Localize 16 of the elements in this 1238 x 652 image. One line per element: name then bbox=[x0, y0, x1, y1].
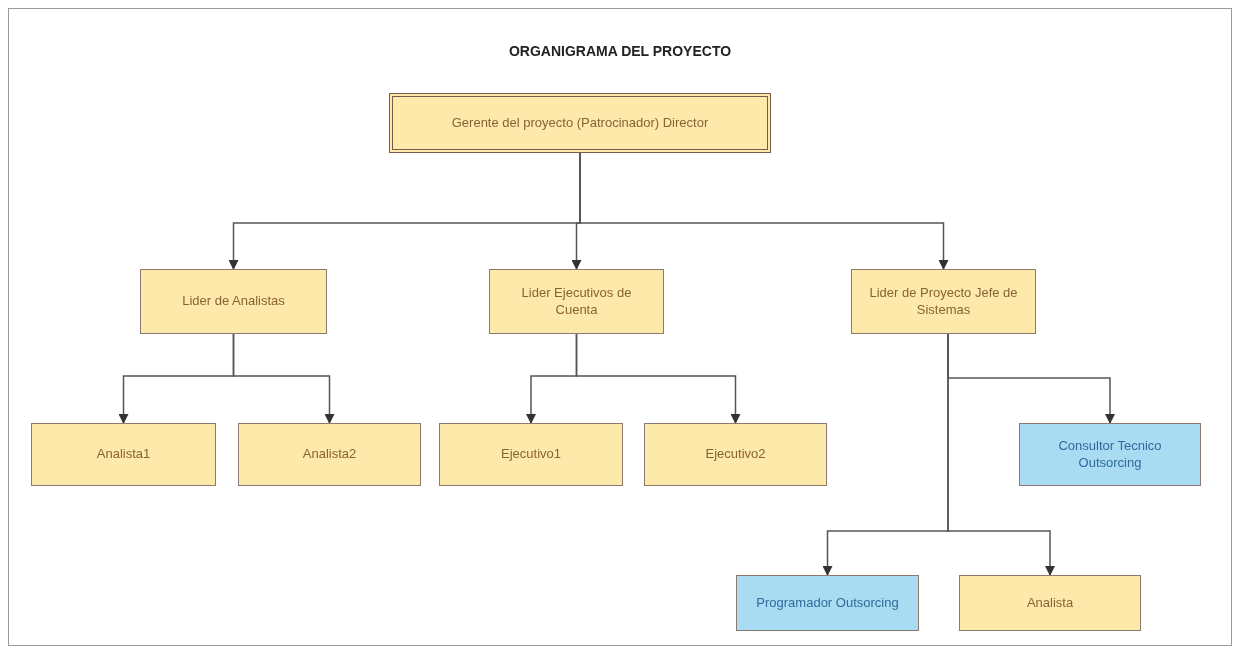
org-box: Analista bbox=[959, 575, 1141, 631]
org-box: Programador Outsorcing bbox=[736, 575, 919, 631]
connector-arrow bbox=[232, 333, 335, 424]
org-box: Consultor Tecnico Outsorcing bbox=[1019, 423, 1201, 486]
org-box: Gerente del proyecto (Patrocinador) Director bbox=[389, 93, 771, 153]
connector-arrow bbox=[579, 152, 949, 270]
org-box: Lider Ejecutivos de Cuenta bbox=[489, 269, 664, 334]
connector-arrow bbox=[947, 333, 1055, 576]
org-box: Analista2 bbox=[238, 423, 421, 486]
org-box: Lider de Proyecto Jefe de Sistemas bbox=[851, 269, 1036, 334]
org-box: Ejecutivo1 bbox=[439, 423, 623, 486]
org-box: Lider de Analistas bbox=[140, 269, 327, 334]
org-box: Analista1 bbox=[31, 423, 216, 486]
title: ORGANIGRAMA DEL PROYECTO bbox=[507, 43, 733, 59]
connector-arrow bbox=[575, 333, 741, 424]
org-box: Ejecutivo2 bbox=[644, 423, 827, 486]
